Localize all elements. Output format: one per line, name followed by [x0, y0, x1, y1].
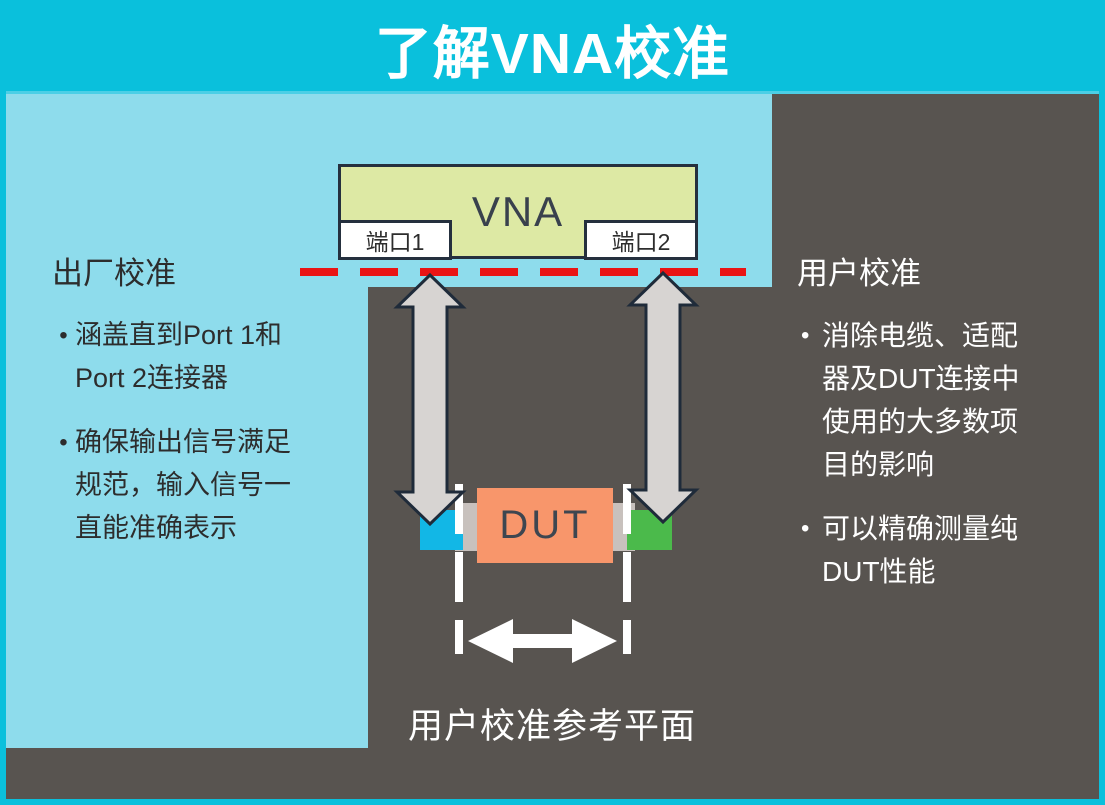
port2-label: 端口2 [611, 229, 671, 255]
bullet-dot: • [801, 515, 810, 542]
factory-cal-plane-line [300, 268, 746, 276]
bullet-text: 涵盖直到Port 1和 Port 2连接器 [75, 320, 283, 393]
factory-cal-heading: 出厂校准 [52, 256, 176, 291]
user-cal-plane-line-left [455, 484, 463, 654]
bullet-text: 确保输出信号满足 规范，输入信号一 直能准确表示 [75, 427, 291, 543]
bullet-text: 消除电缆、适配 器及DUT连接中 使用的大多数项 目的影响 [822, 320, 1020, 480]
slide-header: 了解VNA校准 [0, 0, 1105, 93]
dut-label: DUT [499, 503, 591, 547]
dut-box: DUT [477, 488, 613, 563]
port2-box: 端口2 [584, 220, 698, 260]
bullet-item: • 涵盖直到Port 1和 Port 2连接器 [52, 314, 362, 400]
vna-label: VNA [471, 187, 565, 235]
user-cal-plane-caption: 用户校准参考平面 [408, 707, 697, 746]
port1-box: 端口1 [338, 220, 452, 260]
bullet-dot: • [59, 322, 68, 349]
bullet-item: • 可以精确测量纯 DUT性能 [796, 507, 1096, 593]
user-cal-heading: 用户校准 [797, 256, 921, 291]
header-divider [6, 91, 1099, 94]
user-cal-bullets: • 消除电缆、适配 器及DUT连接中 使用的大多数项 目的影响 • 可以精确测量… [796, 314, 1096, 614]
dut-connector-green [627, 510, 672, 550]
bullet-item: • 确保输出信号满足 规范，输入信号一 直能准确表示 [52, 421, 362, 550]
page-title: 了解VNA校准 [374, 21, 731, 86]
bullet-dot: • [801, 322, 810, 349]
bullet-text: 可以精确测量纯 DUT性能 [822, 513, 1019, 587]
bullet-dot: • [59, 429, 68, 456]
factory-cal-region-left [6, 94, 368, 748]
user-cal-plane-line-right [623, 484, 631, 654]
port1-label: 端口1 [365, 229, 425, 255]
bullet-item: • 消除电缆、适配 器及DUT连接中 使用的大多数项 目的影响 [796, 314, 1096, 486]
factory-cal-bullets: • 涵盖直到Port 1和 Port 2连接器 • 确保输出信号满足 规范，输入… [52, 314, 362, 571]
